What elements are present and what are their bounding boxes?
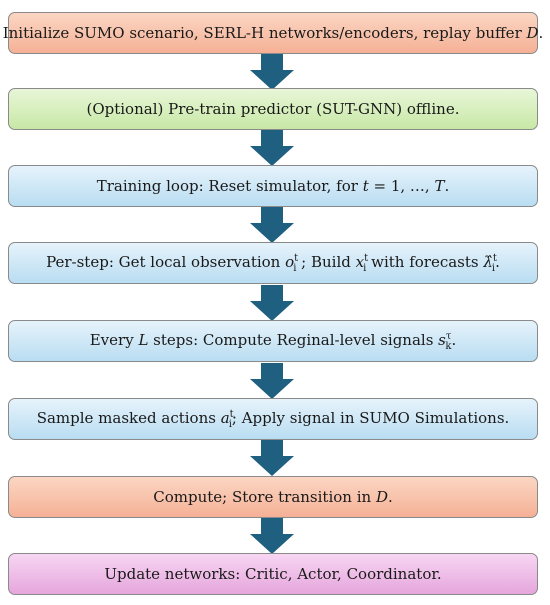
arrow-down-icon (250, 54, 294, 90)
step-initialize-text: Initialize SUMO scenario, SERL-H network… (2, 24, 544, 42)
step-training-loop: Training loop: Reset simulator, for t = … (8, 165, 538, 207)
arrow-down-icon (250, 207, 294, 243)
step-compute-store: Compute; Store transition in D. (8, 476, 538, 518)
arrow-down-icon (250, 440, 294, 476)
step-training-loop-text: Training loop: Reset simulator, for t = … (96, 177, 450, 195)
step-every-l-text: Every L steps: Compute Reginal-level sig… (89, 330, 457, 352)
step-compute-store-text: Compute; Store transition in D. (153, 488, 393, 506)
arrow-down-icon (250, 285, 294, 321)
step-initialize: Initialize SUMO scenario, SERL-H network… (3, 12, 543, 54)
step-per-step-text: Per-step: Get local observation oti ; Bu… (46, 252, 500, 274)
arrow-down-icon (250, 363, 294, 399)
arrow-down-icon (250, 130, 294, 166)
step-update-networks: Update networks: Critic, Actor, Coordina… (8, 553, 538, 595)
step-every-l: Every L steps: Compute Reginal-level sig… (8, 320, 538, 362)
step-sample-actions: Sample masked actions ati; Apply signal … (8, 398, 538, 440)
step-pretrain: (Optional) Pre-train predictor (SUT-GNN)… (8, 88, 538, 130)
step-per-step: Per-step: Get local observation oti ; Bu… (8, 242, 538, 284)
step-update-networks-text: Update networks: Critic, Actor, Coordina… (104, 565, 442, 583)
arrow-down-icon (250, 518, 294, 554)
step-sample-actions-text: Sample masked actions ati; Apply signal … (36, 408, 510, 430)
step-pretrain-text: (Optional) Pre-train predictor (SUT-GNN)… (86, 100, 460, 118)
